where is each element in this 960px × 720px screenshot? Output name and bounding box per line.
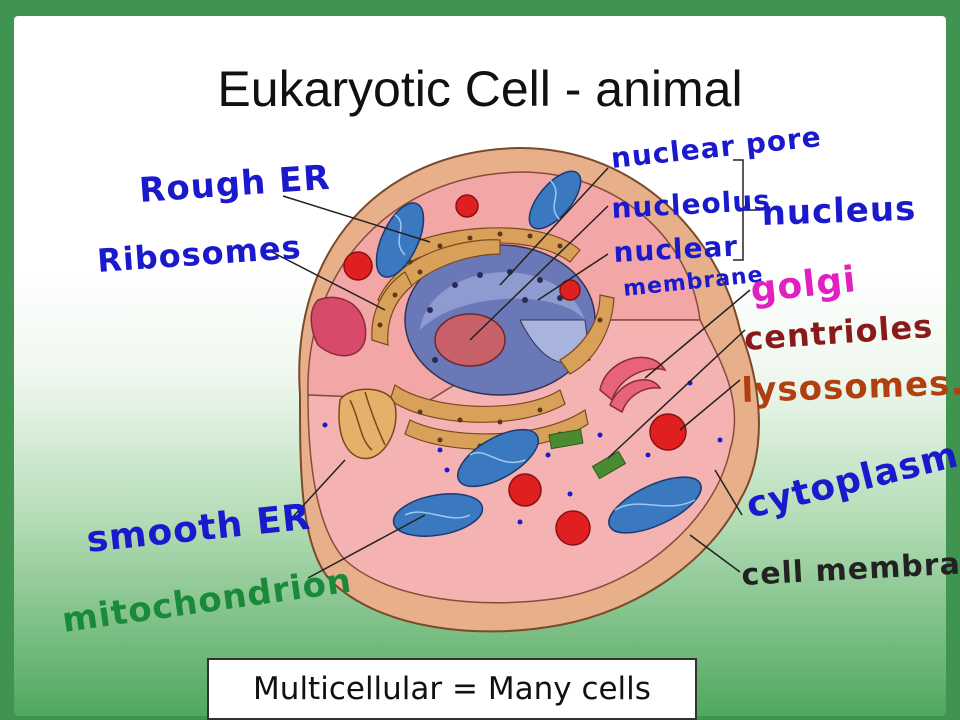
lysosomes-structure — [343, 194, 687, 546]
caption-text: Multicellular = Many cells — [253, 671, 651, 707]
label-centrioles: centrioles — [743, 307, 934, 358]
ribosome-blue-dots — [322, 380, 723, 525]
label-smooth-er: smooth ER — [85, 497, 313, 561]
label-nuclear-pore: nuclear pore — [609, 120, 823, 175]
label-mitochondrion: mitochondrion — [60, 561, 355, 641]
golgi-structure — [599, 356, 667, 414]
mitochondria-cristae — [394, 179, 696, 519]
label-ribosomes: Ribosomes — [96, 228, 303, 280]
centrioles-structure — [548, 428, 627, 480]
smooth-er-structure — [338, 388, 397, 460]
caption-box: Multicellular = Many cells — [207, 658, 697, 720]
label-nucleolus: nucleolus — [611, 184, 772, 225]
label-lysosomes: lysosomes. — [741, 363, 960, 411]
label-golgi: golgi — [749, 259, 859, 311]
label-rough-er: Rough ER — [138, 158, 332, 211]
golgi-left-structure — [310, 296, 367, 357]
leader-lines — [267, 159, 760, 579]
label-nuclear-membrane-line1: nuclear — [613, 230, 739, 269]
nucleus-structure — [404, 244, 596, 396]
label-cytoplasm: cytoplasm — [742, 434, 960, 526]
slide-title: Eukaryotic Cell - animal — [217, 61, 743, 117]
label-nucleus: nucleus — [761, 189, 917, 234]
label-cell-membrane: cell membrane — [741, 544, 960, 593]
